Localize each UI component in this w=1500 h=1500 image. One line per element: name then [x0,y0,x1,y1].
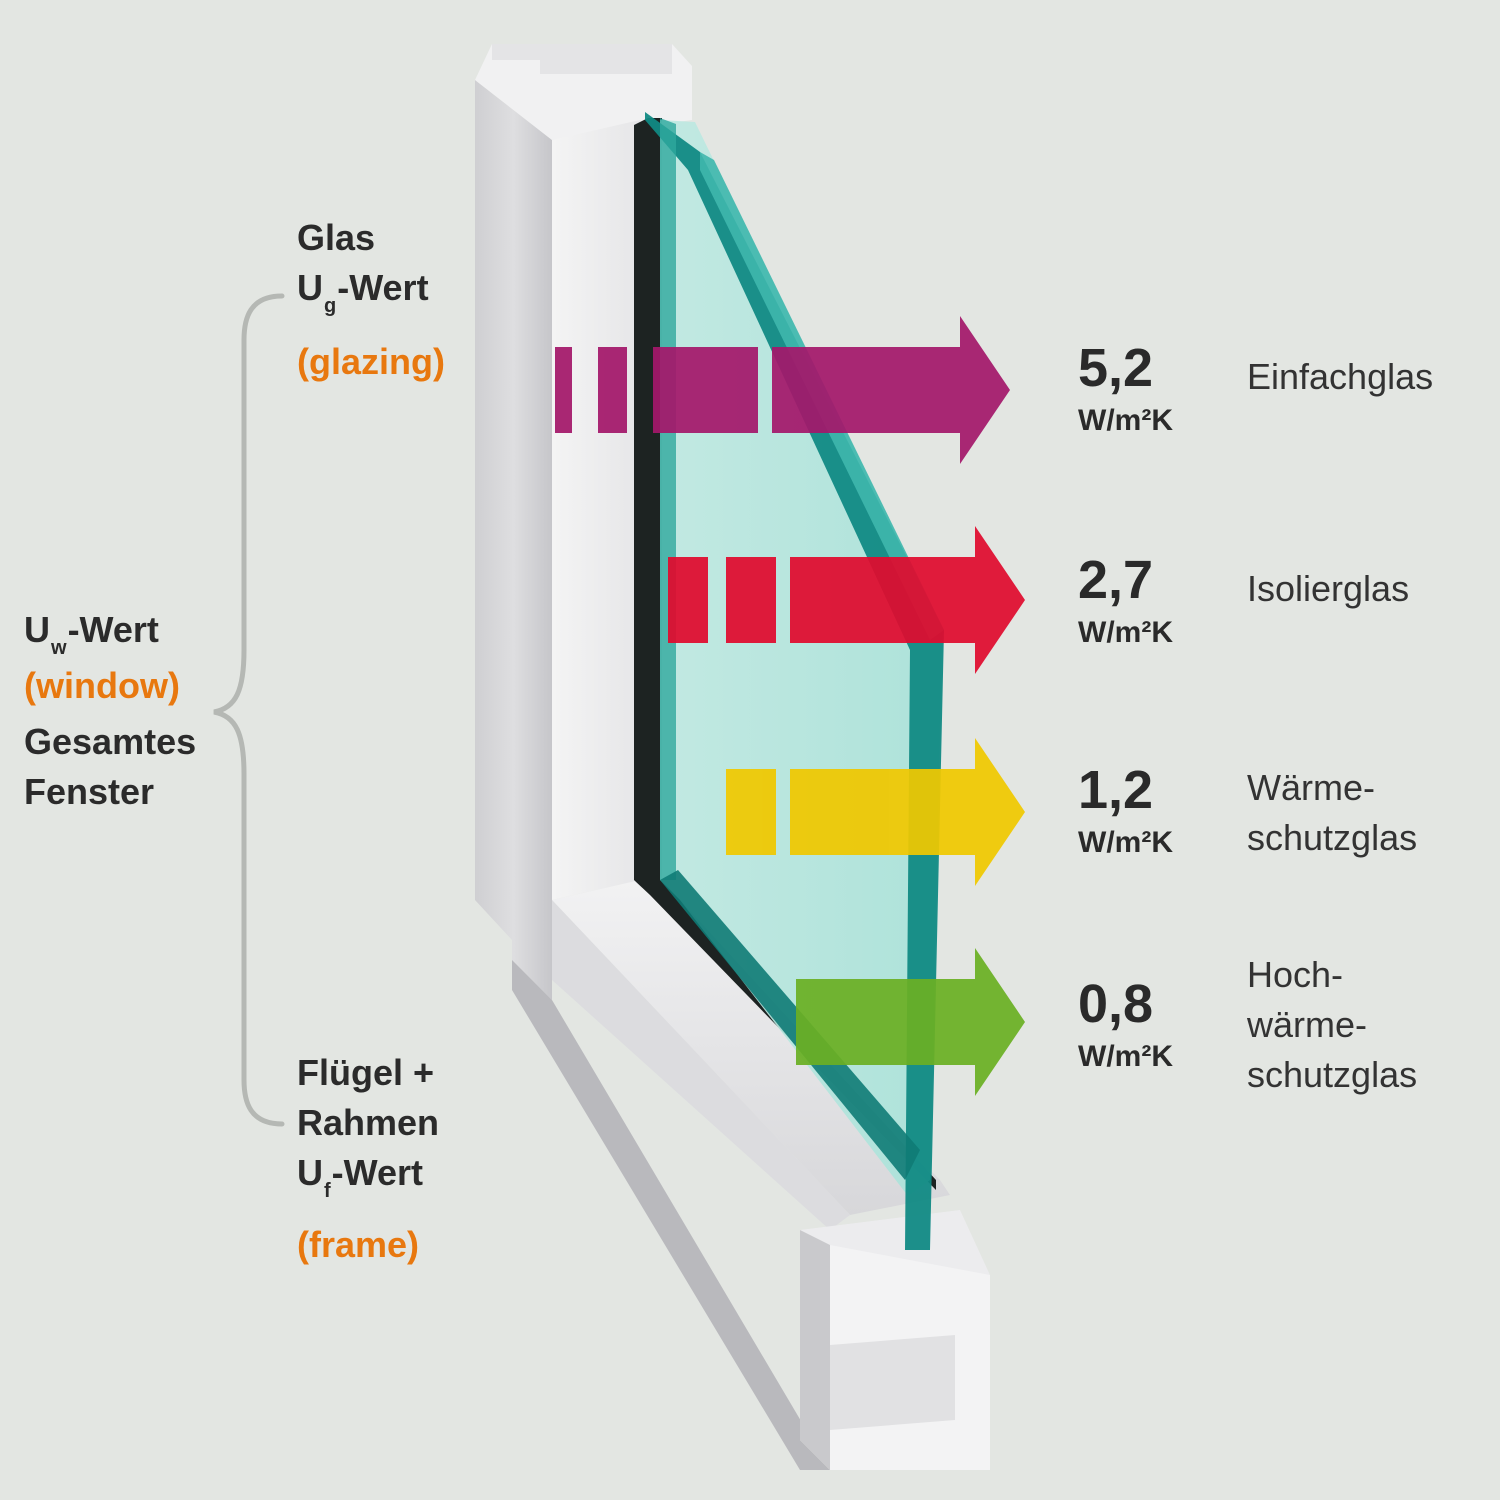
window-english-label: (window) [24,665,180,706]
heat-arrow-2-dash [726,557,776,643]
frame-outer-face [475,80,552,1000]
frame-title-line1: Flügel + [297,1052,435,1093]
heat-arrow-3-head [790,738,1025,886]
heat-arrow-2 [668,526,1025,674]
frame-english-label: (frame) [297,1224,420,1265]
glass-label: Glas Ug-Wert (glazing) [297,213,445,387]
heat-arrow-1-dash [555,347,572,433]
bracket-brace [213,293,285,1127]
frame-bottom-left [800,1230,830,1470]
heat-arrow-4 [796,948,1025,1096]
heat-arrow-4-head [796,948,1025,1096]
glass-rib [660,118,676,880]
frame-sill-top [552,880,950,1215]
window-u-value-label: Uw-Wert [24,609,159,659]
glass-bottom-edge [660,870,920,1180]
window-total-line1: Gesamtes [24,721,197,762]
glass-english-label: (glazing) [297,341,445,382]
rating-unit-4: W/m²K [1078,1040,1173,1073]
heat-arrow-1-head [772,316,1010,464]
frame-top-step [492,44,672,74]
rating-desc-3: Wärme- schutzglas [1247,767,1418,858]
frame-title-line2: Rahmen [297,1102,440,1143]
heat-arrow-3-dash [726,769,776,855]
rating-desc-4: Hoch- wärme- schutzglas [1247,954,1418,1095]
glass-title: Glas [297,217,376,258]
heat-arrow-1 [555,316,1010,464]
rating-unit-2: W/m²K [1078,616,1173,649]
window-label: Uw-Wert (window) Gesamtes Fenster [24,605,196,817]
rating-unit-3: W/m²K [1078,826,1173,859]
frame-bottom-notch [830,1335,955,1430]
frame-sill-face [552,900,850,1230]
heat-arrow-2-dash [668,557,708,643]
frame-u-value-label: Uf-Wert [297,1152,424,1202]
rating-value-1: 5,2 [1078,338,1154,398]
rating-value-4: 0,8 [1078,974,1154,1034]
frame-label: Flügel + Rahmen Uf-Wert (frame) [297,1048,439,1270]
rating-desc-1: Einfachglas [1247,356,1434,397]
rating-unit-1: W/m²K [1078,404,1173,437]
window-total-line2: Fenster [24,771,155,812]
heat-arrow-3 [726,738,1025,886]
frame-inner-face [552,120,640,900]
rating-desc-2: Isolierglas [1247,568,1410,609]
rating-value-3: 1,2 [1078,760,1154,820]
heat-arrow-1-dash [653,347,758,433]
heat-arrow-2-head [790,526,1025,674]
heat-arrow-1-dash [598,347,627,433]
glass-u-value-label: Ug-Wert [297,267,429,317]
frame-bottom-strip [512,960,830,1470]
rating-value-2: 2,7 [1078,550,1154,610]
